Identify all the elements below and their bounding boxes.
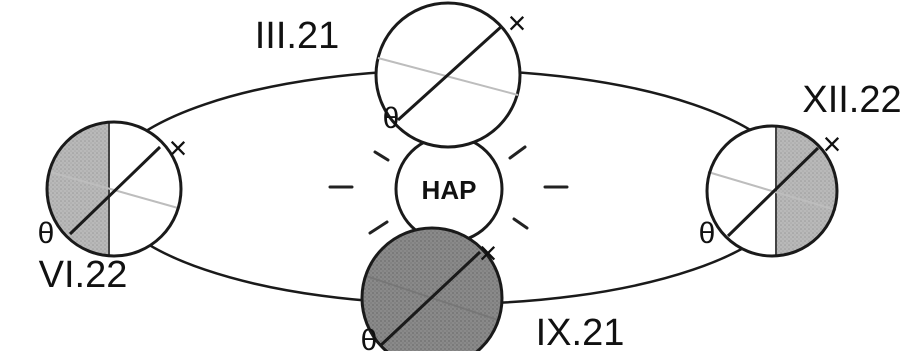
center-label: HAP — [422, 175, 477, 205]
date-label-left: VI.22 — [39, 254, 128, 296]
theta-marker-top: θ — [383, 102, 400, 135]
center-sun: HAP — [394, 134, 504, 244]
sun-rays — [328, 136, 569, 237]
x-marker-right: × — [823, 126, 842, 162]
date-label-top: III.21 — [255, 15, 340, 57]
x-marker-bottom: × — [479, 235, 498, 271]
position-top: III.21 × θ — [255, 1, 527, 149]
position-bottom: IX.21 × θ — [360, 226, 625, 351]
position-left: VI.22 × θ — [38, 120, 188, 296]
date-label-right: XII.22 — [802, 79, 901, 121]
date-label-bottom: IX.21 — [536, 312, 625, 351]
position-right: XII.22 × θ — [699, 79, 902, 258]
theta-marker-left: θ — [38, 217, 55, 250]
theta-marker-bottom: θ — [361, 324, 378, 351]
theta-marker-right: θ — [699, 217, 716, 250]
x-marker-left: × — [169, 130, 188, 166]
x-marker-top: × — [508, 5, 527, 41]
